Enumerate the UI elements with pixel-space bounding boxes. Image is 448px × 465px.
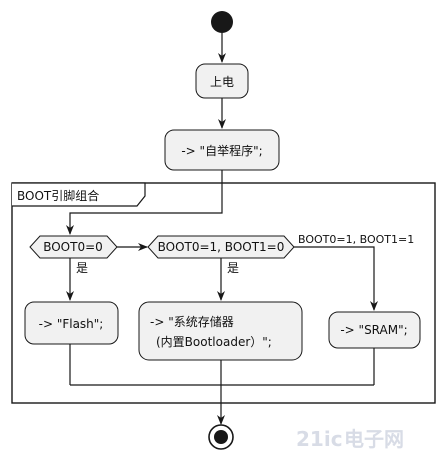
boot-pins-partition xyxy=(11,182,436,404)
connector xyxy=(66,170,223,235)
power-on-label: 上电 xyxy=(210,75,234,89)
self-program-label: -> "自举程序"; xyxy=(181,143,262,158)
sram-label: -> "SRAM"; xyxy=(340,323,407,337)
flash-action xyxy=(24,301,119,345)
system-memory-label-line1: -> "系统存储器 xyxy=(150,314,234,329)
partition-title: BOOT引脚组合 xyxy=(17,188,99,203)
yes-label-2: 是 xyxy=(227,261,239,275)
flash-label: -> "Flash"; xyxy=(39,317,104,331)
else-branch-label: BOOT0=1, BOOT1=1 xyxy=(298,233,414,246)
end-node-inner xyxy=(214,430,228,444)
connector xyxy=(294,246,378,311)
decision2-label: BOOT0=1, BOOT1=0 xyxy=(158,240,285,254)
decision1-label: BOOT0=0 xyxy=(43,240,103,254)
partition-tab xyxy=(12,182,146,207)
watermark-text: 电子网 xyxy=(344,427,404,451)
system-memory-action xyxy=(138,301,303,361)
system-memory-label-line2: (内置Bootloader）"; xyxy=(156,335,272,349)
watermark-brand: 21ic xyxy=(296,427,343,451)
yes-label-1: 是 xyxy=(76,261,88,275)
start-node xyxy=(211,11,233,33)
